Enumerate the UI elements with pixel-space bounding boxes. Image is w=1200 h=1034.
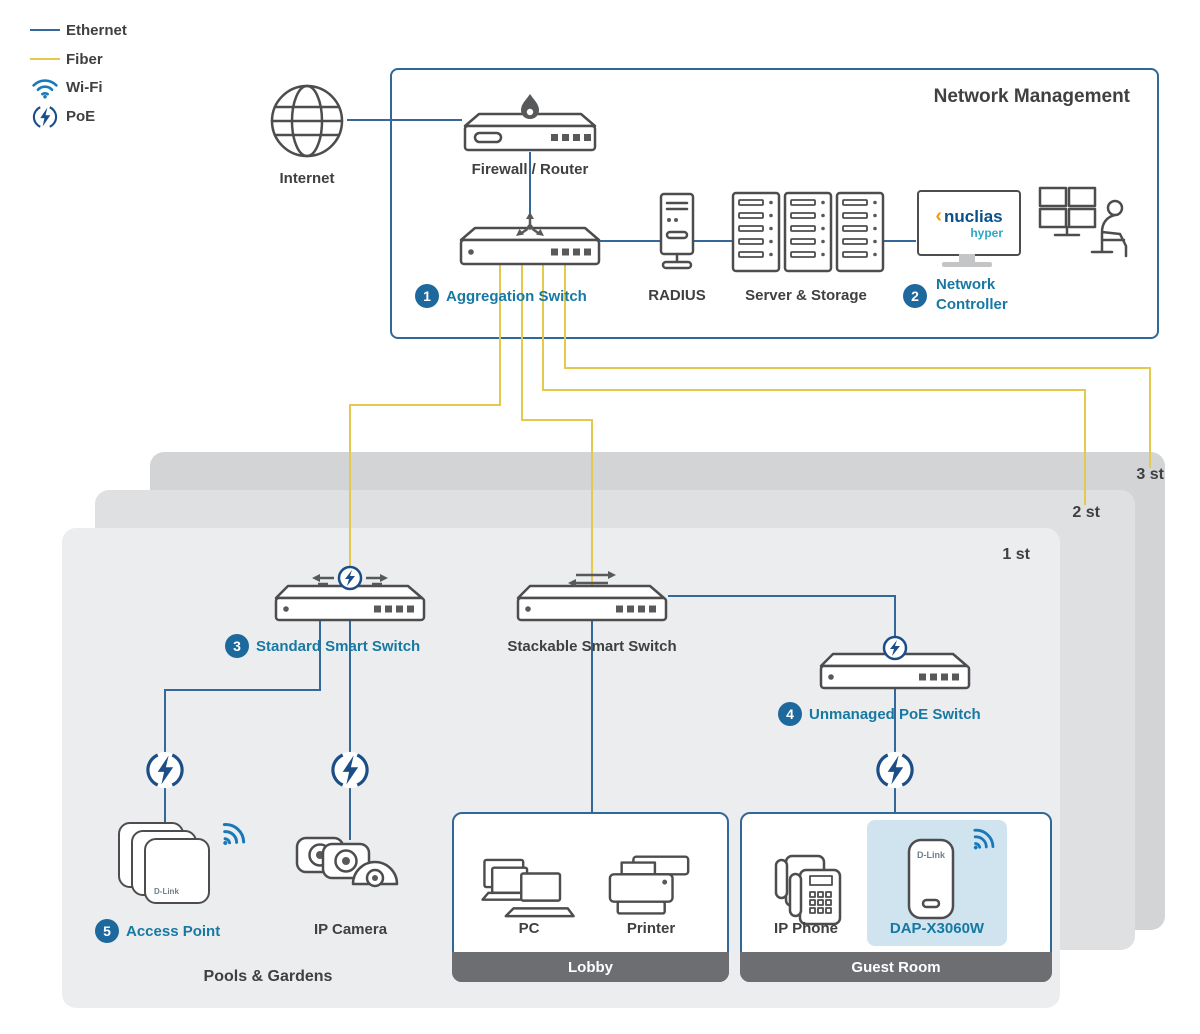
- floor-1-label: 1 st: [1002, 546, 1030, 563]
- ip-phone-icon: [774, 854, 842, 926]
- wifi-icon: [32, 79, 58, 99]
- nuclias-chevron-icon: ‹: [935, 205, 943, 227]
- legend-ethernet-line: [30, 29, 60, 31]
- standard-smart-switch-device: [274, 565, 426, 622]
- dlink-logo: D-Link: [917, 850, 946, 860]
- poe-icon: [876, 751, 914, 789]
- badge-4: 4: [778, 702, 802, 726]
- legend-ethernet-label: Ethernet: [66, 22, 127, 39]
- dap-highlight-panel: D-Link: [867, 820, 1007, 946]
- badge-3: 3: [225, 634, 249, 658]
- flame-icon: [521, 94, 539, 119]
- pc-label: PC: [518, 920, 540, 937]
- radius-server-device: [659, 192, 695, 270]
- network-controller-label-line2: Controller: [936, 296, 1008, 313]
- guest-room-box: D-Link IP Phone DAP-X3060W Guest Room: [740, 812, 1052, 982]
- legend-wifi-label: Wi-Fi: [66, 79, 103, 96]
- server-storage-device: [731, 191, 885, 273]
- firewall-router-device: [463, 94, 597, 152]
- internet-globe-icon: [270, 84, 344, 158]
- stack-arrows-icon: [576, 573, 608, 585]
- pools-gardens-label: Pools & Gardens: [203, 968, 333, 985]
- printer-icon: [608, 855, 690, 915]
- stackable-smart-switch-label: Stackable Smart Switch: [507, 638, 677, 655]
- poe-icon: [146, 751, 184, 789]
- poe-icon: [32, 105, 58, 129]
- pc-icon: [481, 858, 575, 918]
- ip-camera-device: [295, 836, 399, 888]
- access-point-unit: D-Link: [144, 838, 210, 904]
- aggregation-switch-device: [459, 212, 601, 266]
- nuclias-logo-text: nuclias: [944, 206, 1003, 226]
- lobby-bar: Lobby: [452, 952, 729, 982]
- poe-icon: [331, 751, 369, 789]
- standard-smart-switch-label: Standard Smart Switch: [256, 638, 421, 655]
- dap-device: D-Link: [907, 838, 955, 920]
- radius-label: RADIUS: [648, 287, 706, 304]
- monitor-stand: [959, 254, 975, 262]
- unmanaged-poe-switch-device: [819, 635, 971, 690]
- nuclias-hyper-text: hyper: [970, 226, 1003, 240]
- firewall-router-label: Firewall / Router: [471, 161, 589, 178]
- aggregation-switch-label: Aggregation Switch: [446, 288, 587, 305]
- legend-poe-label: PoE: [66, 108, 96, 125]
- dap-x3060w-label: DAP-X3060W: [889, 920, 985, 937]
- badge-1: 1: [415, 284, 439, 308]
- access-point-device: D-Link: [118, 818, 268, 913]
- legend-fiber-line: [30, 58, 60, 60]
- operator-workstation-icon: [1038, 186, 1128, 258]
- access-point-label: Access Point: [126, 923, 221, 940]
- wifi-icon: [222, 823, 246, 845]
- badge-2: 2: [903, 284, 927, 308]
- network-controller-monitor: ‹ nuclias hyper: [917, 190, 1021, 256]
- internet-label: Internet: [279, 170, 335, 187]
- ip-phone-label: IP Phone: [774, 920, 838, 937]
- stackable-smart-switch-device: [516, 571, 668, 622]
- floor-2-label: 2 st: [1072, 504, 1100, 521]
- floor-3-label: 3 st: [1136, 466, 1164, 483]
- wifi-icon: [973, 828, 995, 850]
- ip-camera-label: IP Camera: [313, 921, 388, 938]
- guest-room-bar: Guest Room: [740, 952, 1052, 982]
- monitor-base: [942, 262, 992, 267]
- dlink-logo: D-Link: [154, 887, 179, 896]
- unmanaged-poe-switch-label: Unmanaged PoE Switch: [809, 706, 981, 723]
- network-controller-label-line1: Network: [936, 276, 996, 293]
- server-storage-label: Server & Storage: [745, 287, 867, 304]
- badge-5: 5: [95, 919, 119, 943]
- traffic-arrows-icon: [318, 576, 382, 586]
- legend-fiber-label: Fiber: [66, 51, 103, 68]
- printer-label: Printer: [626, 920, 676, 937]
- network-management-title: Network Management: [933, 86, 1130, 107]
- lobby-room-box: PC Printer Lobby: [452, 812, 729, 982]
